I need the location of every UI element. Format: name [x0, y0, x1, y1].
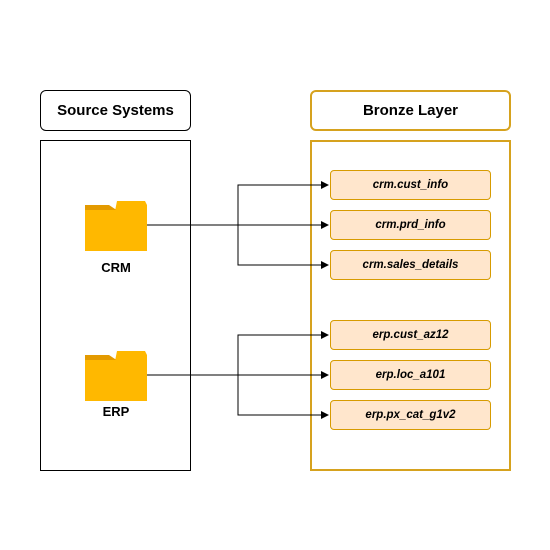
erp-to-px-cat-arrow — [237, 375, 329, 419]
table-crm-cust-info: crm.cust_info — [330, 170, 491, 200]
table-erp-loc-a101: erp.loc_a101 — [330, 360, 491, 390]
erp-folder-icon — [85, 351, 147, 401]
table-erp-px-cat-g1v2: erp.px_cat_g1v2 — [330, 400, 491, 430]
erp-to-cust-az12-arrow — [237, 331, 329, 375]
bronze-layer-header: Bronze Layer — [310, 90, 511, 131]
crm-folder-icon — [85, 201, 147, 251]
table-crm-prd-info: crm.prd_info — [330, 210, 491, 240]
table-crm-sales-details: crm.sales_details — [330, 250, 491, 280]
table-erp-cust-az12: erp.cust_az12 — [330, 320, 491, 350]
bronze-layer-panel — [310, 140, 511, 471]
crm-to-sales-details-arrow — [237, 225, 329, 269]
source-systems-panel — [40, 140, 191, 471]
crm-to-cust-info-arrow — [237, 181, 329, 225]
source-systems-header: Source Systems — [40, 90, 191, 131]
crm-label: CRM — [101, 260, 131, 275]
erp-label: ERP — [102, 404, 130, 419]
